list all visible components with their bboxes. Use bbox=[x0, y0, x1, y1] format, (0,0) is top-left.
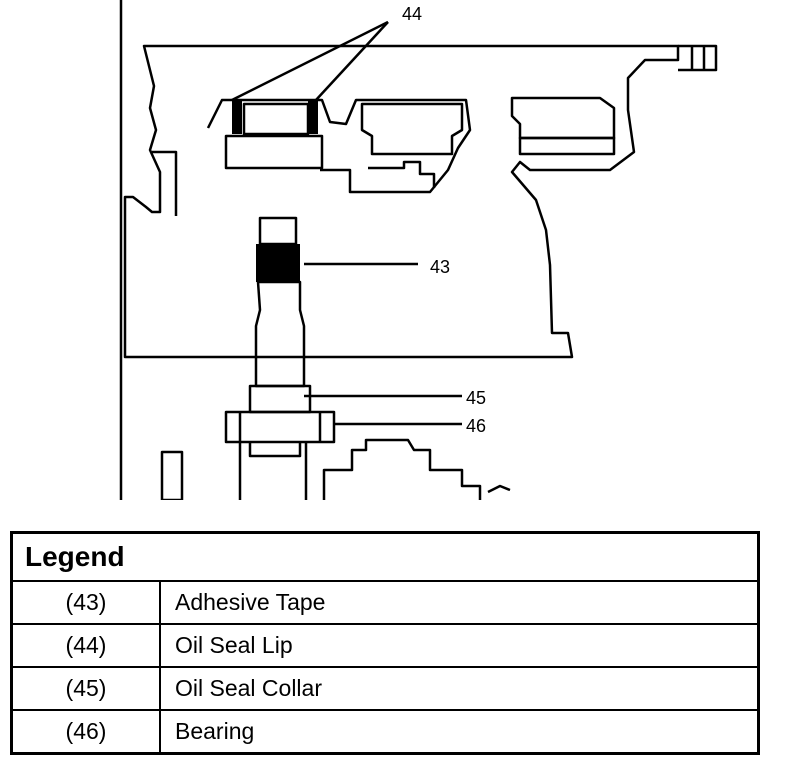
legend-row: (43) Adhesive Tape bbox=[10, 580, 760, 625]
middle-bore-lower bbox=[368, 160, 436, 188]
shaft-tip bbox=[258, 216, 298, 246]
legend-number: (46) bbox=[10, 709, 161, 755]
legend-row: (45) Oil Seal Collar bbox=[10, 666, 760, 711]
adhesive-tape bbox=[256, 244, 300, 282]
shaft-upper bbox=[254, 280, 306, 388]
housing-boss bbox=[152, 150, 178, 216]
right-bore-base bbox=[518, 136, 616, 156]
callout-43: 43 bbox=[430, 257, 450, 277]
callout-44: 44 bbox=[402, 4, 422, 24]
middle-bore bbox=[360, 102, 464, 156]
oil-seal-lip-right bbox=[308, 100, 318, 134]
oil-seal-assembly-diagram: 44 43 45 46 bbox=[119, 0, 718, 500]
legend-header-row: Legend bbox=[10, 531, 760, 582]
legend-description: Oil Seal Lip bbox=[159, 623, 760, 668]
leader-44a bbox=[231, 20, 389, 102]
legend-title: Legend bbox=[10, 531, 760, 582]
housing-ribs bbox=[678, 44, 718, 72]
housing-outline bbox=[123, 44, 680, 359]
bearing bbox=[224, 410, 336, 444]
lower-part-left bbox=[160, 450, 184, 500]
oil-seal-lip-left bbox=[232, 100, 242, 134]
legend-table: Legend (43) Adhesive Tape (44) Oil Seal … bbox=[10, 531, 760, 755]
left-bore-seat bbox=[224, 134, 324, 170]
legend-number: (44) bbox=[10, 623, 161, 668]
legend-description: Adhesive Tape bbox=[159, 580, 760, 625]
lower-gear bbox=[322, 438, 482, 500]
bearing-inner bbox=[238, 412, 322, 442]
shaft-lower bbox=[238, 442, 308, 500]
legend-number: (45) bbox=[10, 666, 161, 711]
legend-description: Bearing bbox=[159, 709, 760, 755]
legend-description: Oil Seal Collar bbox=[159, 666, 760, 711]
shaft-collar-step bbox=[248, 384, 312, 414]
legend-number: (43) bbox=[10, 580, 161, 625]
lower-gear-detail bbox=[487, 484, 511, 494]
leader-44b bbox=[315, 21, 389, 101]
left-bore bbox=[206, 98, 472, 194]
left-bore-step bbox=[242, 102, 310, 136]
right-bore bbox=[510, 96, 616, 140]
callout-45: 45 bbox=[466, 388, 486, 408]
legend-row: (46) Bearing bbox=[10, 709, 760, 755]
legend-row: (44) Oil Seal Lip bbox=[10, 623, 760, 668]
callout-46: 46 bbox=[466, 416, 486, 436]
